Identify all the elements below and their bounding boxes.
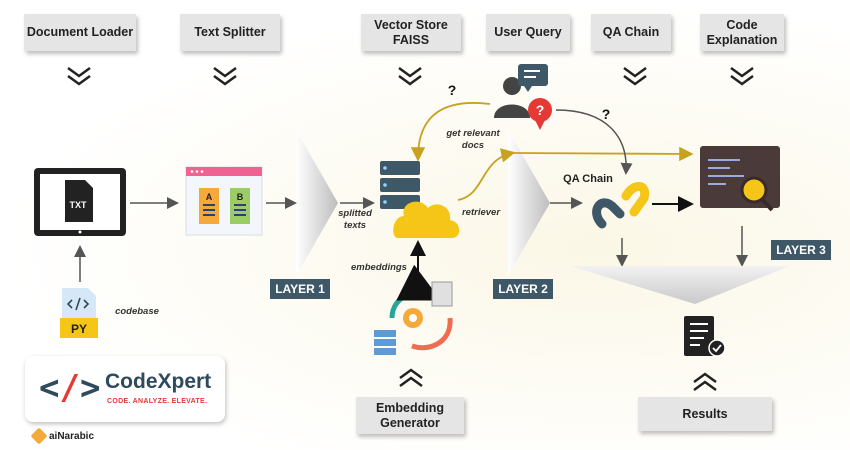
- doc-a-label: A: [206, 192, 213, 202]
- results-funnel: [570, 266, 790, 304]
- doc-b-label: B: [237, 192, 244, 202]
- get-relevant-docs-label: get relevant docs: [446, 128, 500, 151]
- layer2-badge: LAYER 2: [493, 279, 553, 299]
- credit-logo: aiNarabic: [30, 427, 95, 445]
- embedding-generator-box: Embedding Generator: [356, 397, 464, 434]
- step-vector-store: Vector Store FAISS: [361, 14, 461, 51]
- step-qa-chain: QA Chain: [591, 14, 671, 51]
- retriever-label: retriever: [461, 207, 501, 218]
- txt-label: TXT: [70, 200, 88, 210]
- layer3-badge: LAYER 3: [771, 240, 831, 260]
- embedding-generator-icon: [374, 264, 453, 355]
- splitted-texts-label: splitted texts: [338, 208, 372, 231]
- layer2-wedge: [508, 130, 550, 276]
- brand-tagline: CODE. ANALYZE. ELEVATE.: [107, 398, 208, 405]
- chain-link-icon: [592, 182, 650, 229]
- step-user-query: User Query: [486, 14, 570, 51]
- chevron-up-icon: [399, 368, 717, 392]
- query-question-label: ?: [536, 102, 545, 118]
- results-document-icon: [684, 316, 726, 357]
- codebase-label: codebase: [115, 306, 159, 317]
- chevron-down-icon: [67, 66, 754, 86]
- monitor-icon: [34, 168, 126, 236]
- brand-logo-icon: </>: [39, 368, 101, 408]
- code-explanation-icon: [700, 146, 780, 212]
- user-query-icon: [494, 64, 552, 130]
- step-document-loader: Document Loader: [24, 14, 136, 51]
- credit-text: aiNarabic: [49, 430, 95, 442]
- step-text-splitter: Text Splitter: [180, 14, 280, 51]
- question-mark-right: ?: [602, 106, 611, 122]
- layer1-badge: LAYER 1: [270, 279, 330, 299]
- text-splitter-icon: [185, 166, 263, 236]
- python-file-icon: [60, 288, 98, 338]
- credit-logo-icon: [30, 427, 48, 445]
- results-box: Results: [638, 397, 772, 431]
- question-mark-left: ?: [448, 82, 457, 98]
- py-label: PY: [71, 322, 87, 336]
- qa-chain-label: QA Chain: [563, 173, 613, 185]
- step-code-explanation: Code Explanation: [700, 14, 784, 51]
- brand-card: </> CodeXpert CODE. ANALYZE. ELEVATE.: [25, 356, 225, 422]
- layer1-wedge: [296, 130, 338, 276]
- embeddings-label: embeddings: [351, 262, 407, 273]
- brand-name: CodeXpert: [105, 370, 212, 393]
- vector-store-icon: [380, 161, 460, 238]
